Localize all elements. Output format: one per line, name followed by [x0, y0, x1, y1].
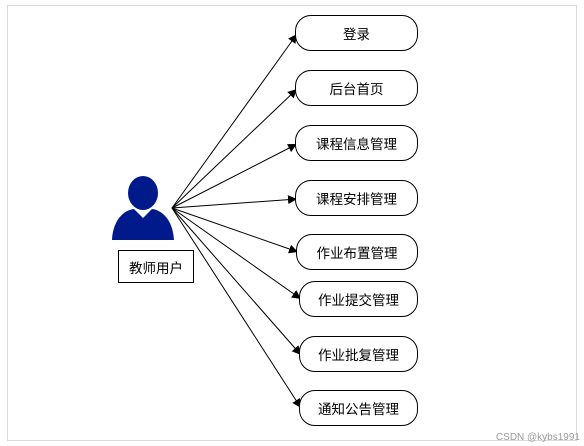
diagram-frame	[7, 5, 577, 441]
node-label: 课程信息管理	[316, 137, 397, 153]
node-homework-review[interactable]: 作业批复管理	[299, 336, 418, 372]
connector-arrow-home	[171, 88, 298, 209]
node-label: 登录	[343, 27, 370, 43]
watermark: CSDN @kybs1991	[495, 432, 580, 443]
connector-arrow-homework-submit	[171, 207, 302, 300]
connector-arrow-homework-review	[171, 207, 302, 356]
connector-arrow-homework-assign	[171, 207, 299, 254]
actor-label: 教师用户	[118, 250, 194, 283]
node-label: 作业提交管理	[318, 293, 399, 309]
person-icon	[112, 176, 174, 246]
node-home[interactable]: 后台首页	[295, 70, 418, 106]
connector-arrow-course-schedule	[171, 195, 298, 209]
node-label: 后台首页	[329, 82, 384, 98]
node-notice[interactable]: 通知公告管理	[299, 390, 418, 426]
connector-arrow-notice	[171, 207, 302, 409]
node-homework-submit[interactable]: 作业提交管理	[299, 281, 418, 317]
node-course-schedule[interactable]: 课程安排管理	[295, 180, 418, 216]
node-course-info[interactable]: 课程信息管理	[295, 125, 418, 161]
node-label: 通知公告管理	[318, 402, 399, 418]
connector-arrow-course-info	[171, 143, 298, 209]
node-label: 作业布置管理	[316, 246, 398, 262]
node-homework-assign[interactable]: 作业布置管理	[296, 234, 418, 270]
node-label: 作业批复管理	[318, 348, 399, 364]
connector-arrow-login	[171, 33, 298, 209]
node-label: 课程安排管理	[316, 192, 397, 208]
node-login[interactable]: 登录	[295, 15, 418, 51]
